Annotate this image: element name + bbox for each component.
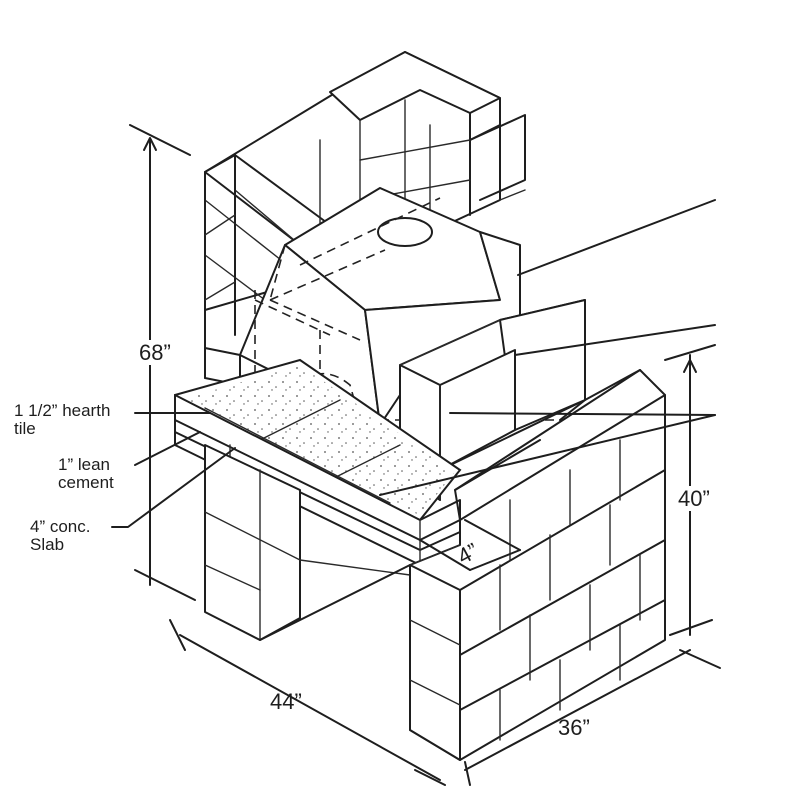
conc-slab-label: 4” conc. Slab <box>30 517 91 554</box>
right-base-wall <box>409 369 666 761</box>
width-44-label: 44” <box>270 689 302 714</box>
hearth-tile-label: 1 1/2” hearth tile <box>14 401 111 438</box>
dimension-36 <box>464 649 721 786</box>
dimension-4 <box>419 519 521 571</box>
depth-36-label: 36” <box>558 715 590 740</box>
dimension-44 <box>169 619 446 786</box>
oven-dome <box>204 187 560 426</box>
rear-wall <box>204 51 526 379</box>
height-40-label: 40” <box>676 486 712 512</box>
left-base-wall <box>204 444 411 641</box>
lean-cement-label: 1” lean cement <box>58 455 114 492</box>
leader-lines <box>111 199 716 528</box>
height-68-label: 68” <box>137 340 173 366</box>
